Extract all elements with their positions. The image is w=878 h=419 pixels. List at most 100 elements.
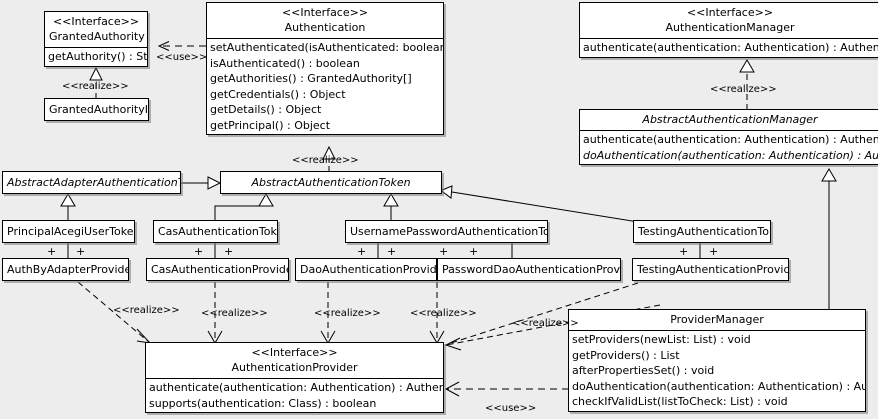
operation: getProviders() : List [572, 348, 680, 362]
class-cas-authentication-token[interactable]: CasAuthenticationToken [153, 220, 278, 243]
edge-label-realize: <<realize>> [292, 155, 359, 166]
edge-providermanager-extends-abstractauthmanager [821, 168, 837, 310]
class-testing-authentication-provider[interactable]: TestingAuthenticationProvider [632, 258, 789, 281]
operation: getAuthorities() : GrantedAuthority[] [210, 72, 412, 85]
class-auth-by-adapter-provider[interactable]: AuthByAdapterProvider [2, 258, 129, 281]
edge-abstractadapter-extends-abstractauthenticationtoken [181, 176, 222, 190]
stereotype-label: <<Interface>> [52, 15, 140, 28]
class-authentication-provider[interactable]: <<Interface>> AuthenticationProvider aut… [145, 342, 444, 413]
class-header: <<Interface>> Authentication [207, 3, 443, 38]
edge-providermanager-realizes-authenticationprovider [444, 304, 661, 351]
class-authentication[interactable]: <<Interface>> Authentication setAuthenti… [206, 2, 444, 135]
association-role-plus: + [439, 245, 449, 258]
class-name: AbstractAuthenticationToken [251, 176, 411, 189]
class-provider-manager[interactable]: ProviderManager setProviders(newList: Li… [568, 309, 866, 412]
class-name: GrantedAuthority [49, 30, 145, 43]
edge-label-realize: <<realize>> [62, 81, 129, 92]
edge-label-realize: <<realize>> [410, 308, 477, 319]
class-name: DaoAuthenticationProvider [300, 263, 437, 276]
class-authentication-manager[interactable]: <<Interface>> AuthenticationManager auth… [579, 2, 878, 58]
class-cas-authentication-provider[interactable]: CasAuthenticationProvider [146, 258, 289, 281]
class-name: UsernamePasswordAuthenticationToken [350, 225, 548, 238]
class-name: PrincipalAcegiUserToken [7, 225, 135, 238]
association-role-plus: + [224, 245, 234, 258]
stereotype-label: <<Interface>> [686, 6, 774, 19]
edge-abstractauthmanager-realizes-authenticationmanager [739, 59, 755, 110]
edge-usernamepasswordtoken-extends-abstractauthenticationtoken [383, 193, 399, 220]
class-name: CasAuthenticationToken [158, 225, 278, 238]
stereotype-label: <<Interface>> [251, 346, 338, 359]
operations-compartment: setAuthenticated(isAuthenticated: boolea… [207, 38, 443, 134]
operation: setProviders(newList: List) : void [572, 333, 751, 346]
operation: isAuthenticated() : boolean [210, 56, 360, 70]
class-abstract-authentication-manager[interactable]: AbstractAuthenticationManager authentica… [579, 109, 878, 165]
class-header: <<Interface>> AuthenticationManager [580, 3, 878, 38]
edge-label-use: <<use>> [156, 52, 208, 63]
association-role-plus: + [709, 245, 719, 258]
association-role-plus: + [469, 245, 479, 258]
association-role-plus: + [679, 245, 689, 258]
class-granted-authority[interactable]: <<Interface>> GrantedAuthority getAuthor… [44, 11, 148, 67]
class-name: PasswordDaoAuthenticationProvider [442, 263, 621, 276]
operation: doAuthentication(authentication: Authent… [572, 379, 865, 393]
edge-label-realize: <<realize>> [710, 84, 777, 95]
edge-providermanager-uses-authenticationprovider [444, 381, 569, 397]
edge-label-realize: <<realize>> [512, 318, 579, 329]
edge-label-realize: <<realize>> [201, 308, 268, 319]
edge-grantedauthorityimpl-realizes-grantedauthority [89, 66, 103, 99]
class-header: ProviderManager [569, 310, 865, 330]
class-username-password-authentication-token[interactable]: UsernamePasswordAuthenticationToken [345, 220, 548, 243]
association-role-plus: + [387, 245, 397, 258]
operations-compartment: authenticate(authentication: Authenticat… [580, 130, 878, 164]
class-abstract-authentication-token[interactable]: AbstractAuthenticationToken [220, 171, 442, 194]
operation: setAuthenticated(isAuthenticated: boolea… [210, 41, 443, 54]
association-role-plus: + [194, 245, 204, 258]
class-password-dao-authentication-provider[interactable]: PasswordDaoAuthenticationProvider [437, 258, 621, 281]
edge-label-realize: <<realize>> [314, 308, 381, 319]
class-name: AbstractAdapterAuthenticationToken [7, 176, 180, 189]
operation: authenticate(authentication: Authenticat… [583, 133, 878, 146]
association-role-plus: + [47, 245, 57, 258]
operation: getCredentials() : Object [210, 87, 346, 101]
operation: doAuthentication(authentication: Authent… [583, 148, 878, 162]
class-header: AbstractAuthenticationManager [580, 110, 878, 130]
class-name: AuthenticationManager [665, 21, 795, 34]
association-role-plus: + [76, 245, 86, 258]
operation: authenticate(authentication: Authenticat… [149, 381, 443, 394]
class-header: <<Interface>> GrantedAuthority [45, 12, 147, 47]
class-abstract-adapter-authentication-token[interactable]: AbstractAdapterAuthenticationToken [2, 171, 181, 194]
class-granted-authority-impl[interactable]: GrantedAuthorityImpl [44, 98, 149, 121]
operations-compartment: setProviders(newList: List) : void getPr… [569, 330, 865, 411]
class-name: ProviderManager [670, 313, 764, 326]
edge-label-use: <<use>> [485, 403, 537, 414]
class-name: TestingAuthenticationProvider [637, 263, 789, 276]
class-header: <<Interface>> AuthenticationProvider [146, 343, 443, 378]
operation: supports(authentication: Class) : boolea… [149, 396, 377, 410]
edge-testingauthenticationtoken-extends-abstractauthenticationtoken [439, 185, 639, 223]
operation: checkIfValidList(listToCheck: List) : vo… [572, 395, 788, 408]
class-dao-authentication-provider[interactable]: DaoAuthenticationProvider [295, 258, 437, 281]
edge-testingauthenticationprovider-realizes-authenticationprovider [447, 282, 639, 345]
class-name: AbstractAuthenticationManager [642, 113, 818, 126]
operation: getPrincipal() : Object [210, 118, 331, 132]
edge-principalacegiusertoken-extends-abstractadapter [60, 193, 76, 220]
class-testing-authentication-token[interactable]: TestingAuthenticationToken [633, 220, 771, 243]
class-principal-acegi-user-token[interactable]: PrincipalAcegiUserToken [2, 220, 135, 243]
operations-compartment: authenticate(authentication: Authenticat… [146, 378, 443, 412]
edge-label-realize: <<realize>> [113, 305, 180, 316]
operation: getAuthority() : String [48, 50, 148, 63]
operation: authenticate(authentication: Authenticat… [583, 41, 878, 54]
class-name: Authentication [284, 21, 366, 34]
operations-compartment: authenticate(authentication: Authenticat… [580, 38, 878, 57]
stereotype-label: <<Interface>> [281, 6, 369, 19]
class-name: AuthenticationProvider [231, 361, 358, 374]
edge-casauthenticationtoken-extends-abstractauthenticationtoken [214, 193, 274, 220]
class-name: CasAuthenticationProvider [151, 263, 289, 276]
edge-abstractauthenticationtoken-realizes-authentication [322, 145, 336, 172]
class-name: TestingAuthenticationToken [638, 225, 770, 238]
operation: getDetails() : Object [210, 103, 322, 116]
class-name: GrantedAuthorityImpl [49, 103, 148, 116]
class-name: AuthByAdapterProvider [7, 263, 129, 276]
